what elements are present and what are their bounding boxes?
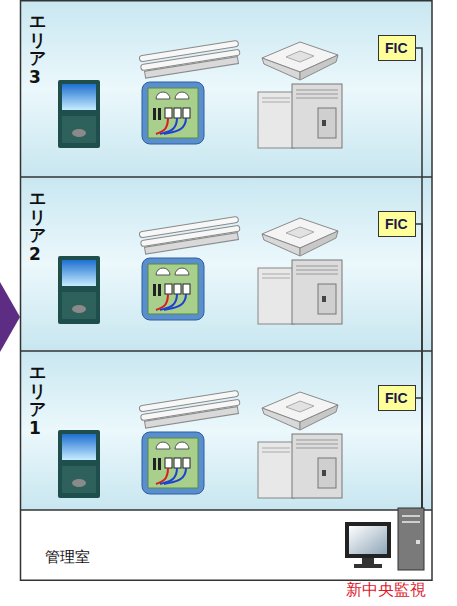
area-label: エリア2 [29,189,46,264]
fic-box: FIC [378,211,416,237]
area-ground [21,1,432,177]
area-ground [21,351,432,510]
fic-box: FIC [378,385,416,411]
fic-label: FIC [385,40,409,56]
area-ground [21,177,432,351]
equipment-icons [58,40,342,148]
area-label: エリア3 [29,12,46,87]
area-band: エリア1 FIC [20,351,432,510]
fic-box: FIC [378,35,416,61]
equipment-icons [58,216,342,324]
area-band: エリア3 FIC [20,0,432,177]
fic-label: FIC [385,390,409,406]
area-divider [20,176,432,178]
area-divider [20,509,432,511]
computer-icon [345,508,424,570]
equipment-icons [58,390,342,498]
monitor-label: 新中央監視 [346,580,426,601]
area-divider [20,350,432,352]
control-room: 管理室 新中央監視 [20,510,432,580]
signal-line [416,398,422,508]
area-band: エリア2 FIC [20,177,432,351]
central-monitor: 新中央監視 [343,508,428,570]
area-label: エリア1 [29,363,46,438]
purple-arrow [0,282,20,352]
fic-label: FIC [385,216,409,232]
signal-line [416,224,422,508]
signal-line [416,48,422,508]
building-outline [21,1,433,581]
room-label: 管理室 [45,548,90,567]
